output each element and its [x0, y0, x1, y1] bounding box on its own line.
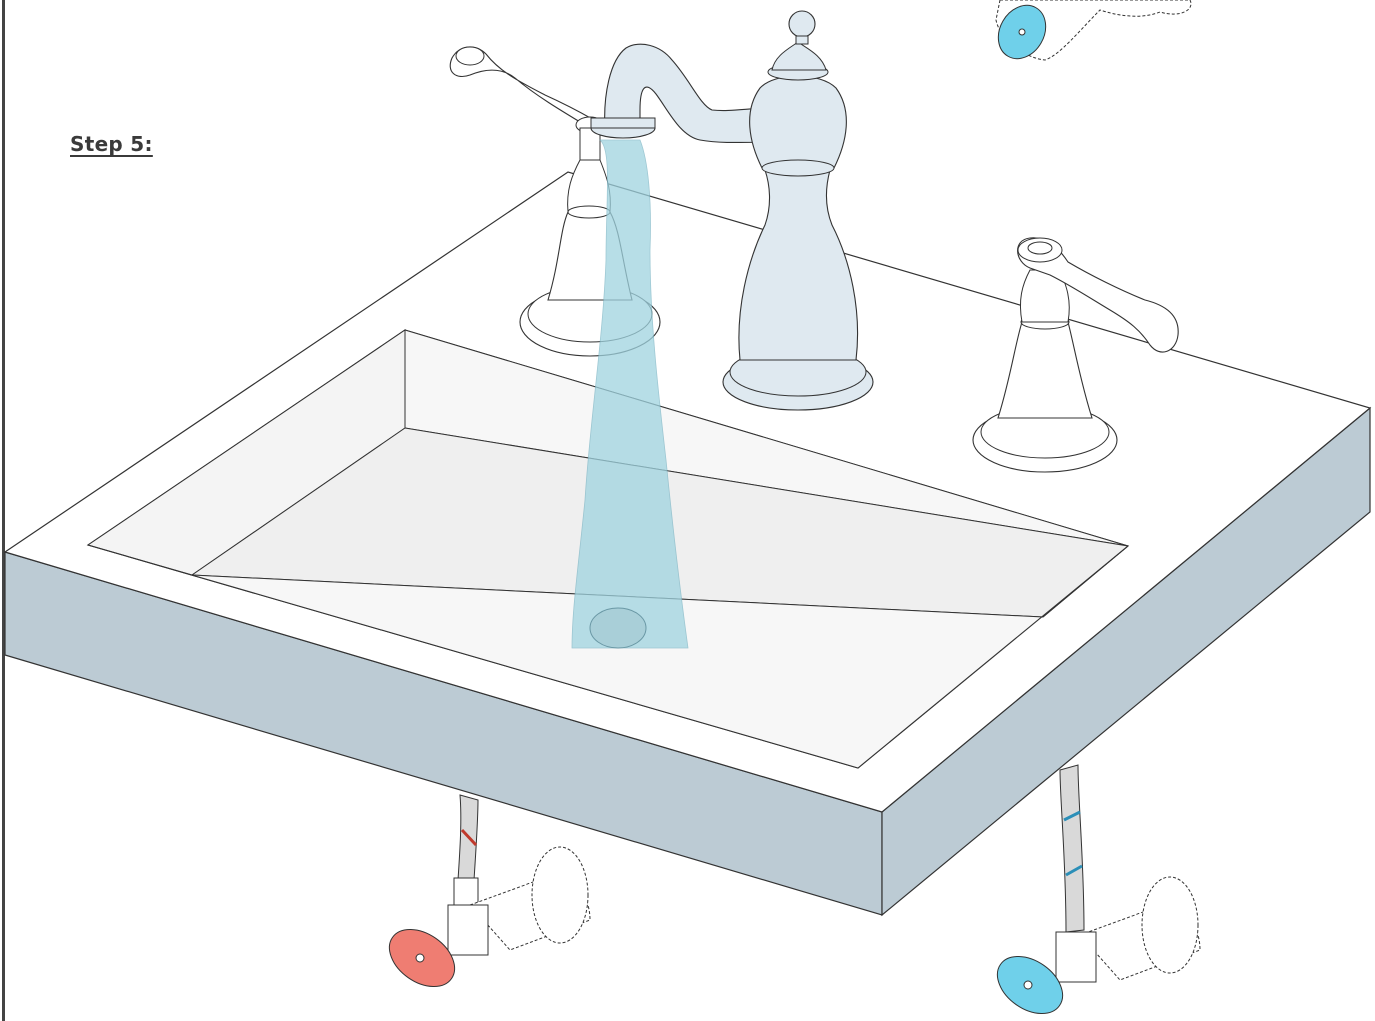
cold-shutoff-valve-icon — [987, 932, 1096, 1021]
step-heading: Step 5: — [70, 132, 153, 156]
drain — [590, 608, 646, 648]
top-cold-valve-icon — [989, 0, 1191, 67]
hot-shutoff-valve-icon — [379, 905, 488, 998]
